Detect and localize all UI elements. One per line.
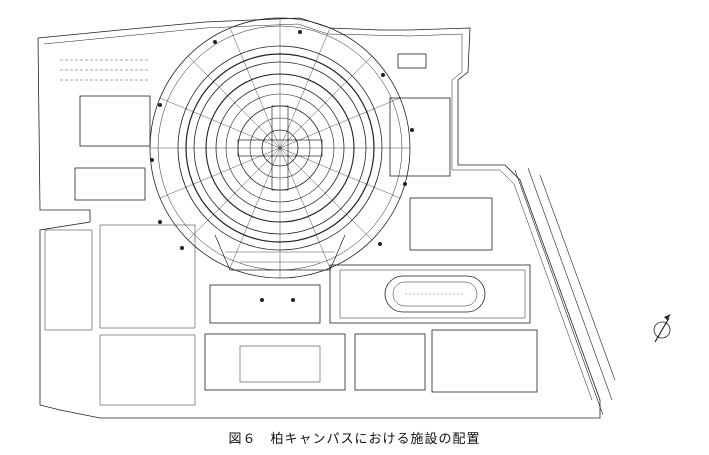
east-road xyxy=(514,167,616,416)
building-northeast xyxy=(389,97,451,177)
running-track xyxy=(384,275,486,313)
building-east xyxy=(409,197,493,251)
southwest-blocks xyxy=(44,224,196,406)
track-building xyxy=(329,264,531,324)
north-arrow-icon xyxy=(653,314,671,343)
south-annex xyxy=(214,234,346,271)
circular-ring-facility xyxy=(149,17,411,279)
building-south-1 xyxy=(209,284,321,324)
figure-caption: 図６ 柏キャンパスにおける施設の配置 xyxy=(228,432,481,447)
west-parking xyxy=(60,59,150,81)
site-boundary xyxy=(37,17,601,419)
site-plan-drawing xyxy=(37,17,671,419)
building-south-4 xyxy=(431,329,538,393)
building-south-2 xyxy=(204,333,346,391)
site-inner-boundary xyxy=(43,23,593,401)
building-west xyxy=(74,167,146,201)
small-building-north xyxy=(397,53,427,69)
building-northwest xyxy=(79,95,151,147)
building-south-3 xyxy=(354,333,426,391)
